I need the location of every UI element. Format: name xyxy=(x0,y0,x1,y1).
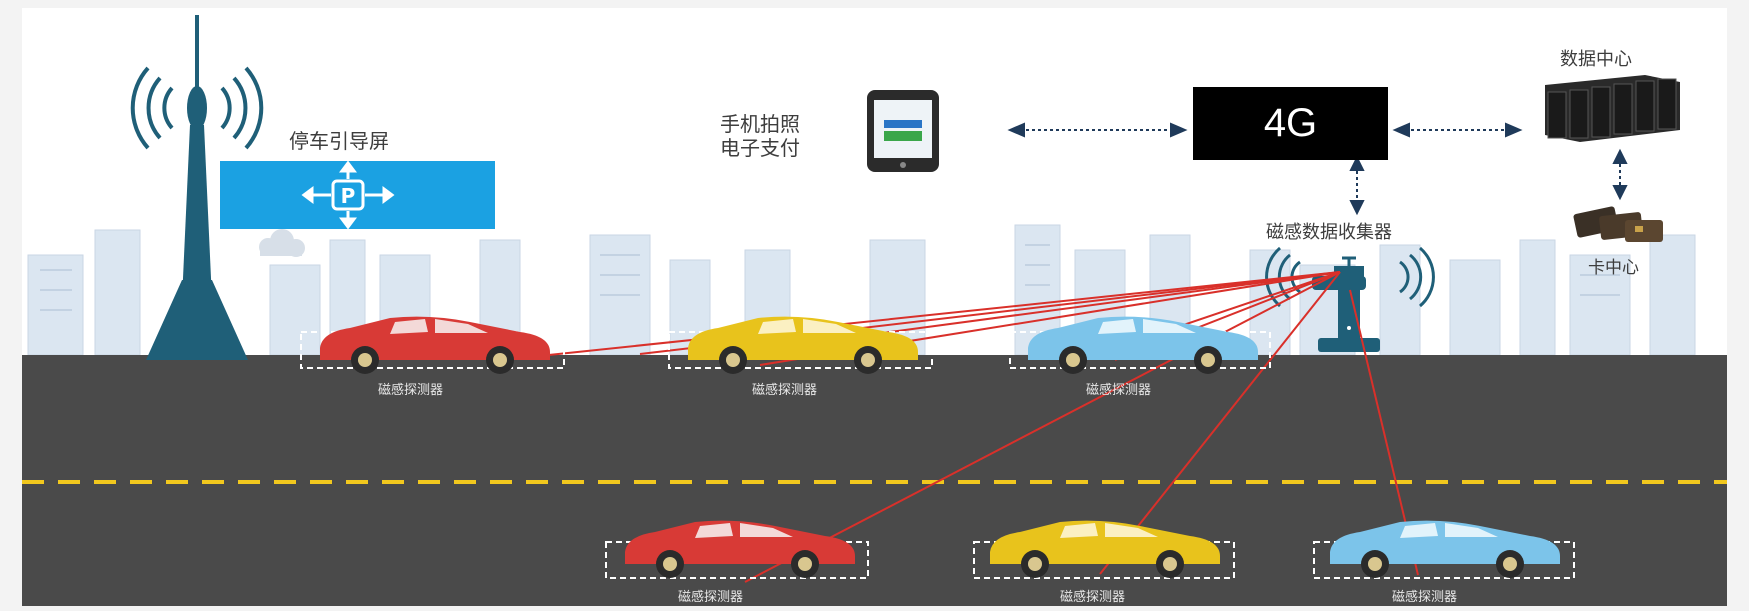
sensor-label: 磁感探测器 xyxy=(1060,590,1126,605)
phone-label-line1: 手机拍照 xyxy=(720,112,800,136)
sensor-label: 磁感探测器 xyxy=(378,383,444,398)
smartphone-icon xyxy=(867,90,939,172)
cloud-icon xyxy=(259,229,305,257)
car-icon xyxy=(688,316,918,374)
parking-guide-screen: P xyxy=(220,161,495,229)
connector-arrows xyxy=(1007,122,1628,216)
server-rack-icon xyxy=(1545,75,1680,142)
guide-screen-label: 停车引导屏 xyxy=(289,129,389,153)
4g-label: 4G xyxy=(1263,101,1318,145)
collector-label: 磁感数据收集器 xyxy=(1266,222,1392,243)
parking-sign-icon: P xyxy=(301,161,395,229)
car-icon xyxy=(1028,316,1258,374)
card-center-label: 卡中心 xyxy=(1588,258,1639,278)
phone-label-line2: 电子支付 xyxy=(720,136,800,160)
skyline-windows xyxy=(40,244,1620,311)
sensor-label: 磁感探测器 xyxy=(678,590,744,605)
4g-network-box: 4G xyxy=(1193,87,1388,160)
car-icon xyxy=(1330,520,1560,578)
card-icon xyxy=(1573,206,1663,242)
car-icon xyxy=(625,520,855,578)
sensor-label: 磁感探测器 xyxy=(1086,383,1152,398)
sensor-label: 磁感探测器 xyxy=(1392,590,1458,605)
car-icon xyxy=(990,520,1220,578)
data-center-label: 数据中心 xyxy=(1560,49,1632,70)
antenna-tower-icon xyxy=(130,15,264,360)
svg-text:P: P xyxy=(341,184,356,208)
car-icon xyxy=(320,316,550,374)
sensor-label: 磁感探测器 xyxy=(752,383,818,398)
